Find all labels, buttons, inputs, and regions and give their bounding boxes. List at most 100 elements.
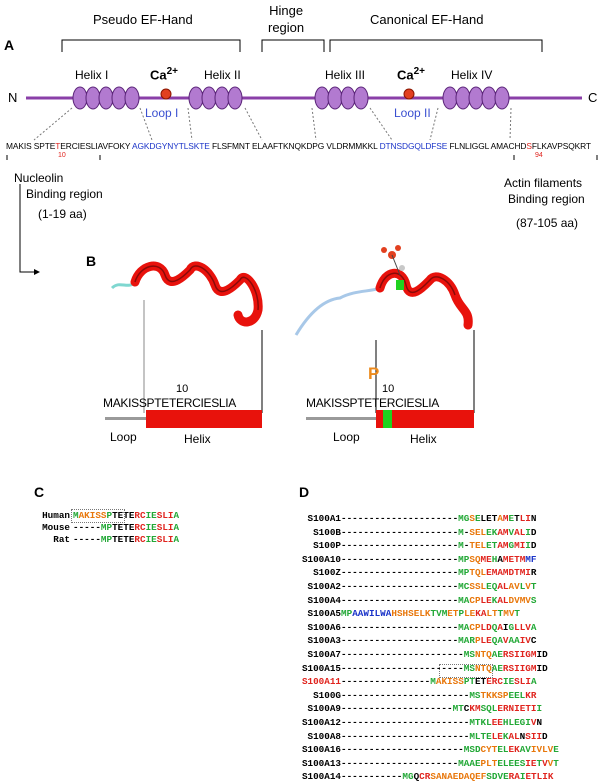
phospho-threonine: T [55,141,61,151]
loop-ii-label: Loop II [394,106,431,120]
panel-d-row: S100A10---------------------MPSQMEHAMETM… [283,553,537,565]
helix-iv-label: Helix IV [451,68,493,82]
helix-iv-coil [442,86,510,110]
unphosphorylated-helix-ribbon [110,261,263,327]
protein-name: S100Z [313,567,341,579]
protein-name: S100A7 [307,649,341,660]
canonical-bracket [329,39,543,52]
panel-d-row: S100A14-----------MGQCRSANAEDAQEFSDVERAI… [283,771,553,782]
protein-name: S100A1 [307,513,341,524]
species-name: Rat [53,534,70,545]
panel-c-row: Rat-----MPTETERCIESLIA [28,534,179,545]
right-seq-b: MAKISSPTETERCIESLIA [306,396,440,410]
protein-name: S100A4 [307,594,341,606]
region-brackets [6,155,598,160]
nucleolin-arrow [19,184,40,275]
helix-iii-coil [314,86,369,110]
panel-d-row: S100A15----------------------MSNTQAERSII… [283,663,548,674]
hinge-bracket [261,39,325,52]
protein-name: S100A5 [307,608,341,620]
panel-d-row: S100A9--------------------MTCKMSQLERNIET… [283,703,543,715]
panel-b-structures [105,245,475,420]
calcium-label-2: Ca2+ [397,66,426,83]
calcium-label-1: Ca2+ [150,66,179,83]
left-seq-b: MAKISSPTETERCIESLIA [103,396,237,410]
left-pos-10: 10 [176,383,189,395]
right-helix-bar [376,410,474,428]
panel-d-row: S100A16----------------------MSDCYTELEKA… [283,744,559,755]
panel-d-row: S100A12-----------------------MTKLEEHLEG… [283,717,542,728]
species-name: Mouse [42,522,70,533]
protein-name: S100A8 [307,730,341,742]
panel-d-row: S100A2---------------------MCSSLEQALAVLV… [283,581,537,592]
left-loop-bar-el [106,417,146,420]
c-terminus-label: C [588,90,598,105]
helix-ii-coil [188,86,243,110]
phospho-serine: S [526,141,532,151]
protein-name: S100A9 [307,703,341,715]
panel-d-row: S100A1---------------------MGSELETAMETLI… [283,513,537,524]
panel-d-row: S100A11----------------MAKISSPTETERCIESL… [283,676,537,687]
protein-name: S100B [313,526,341,538]
species-name: Human [42,510,70,521]
helix-i-coil [72,86,140,110]
panel-c-row: Mouse-----MPTETERCIESLIA [28,522,179,533]
panel-d-row: S100A13---------------------MAAEPLTELEES… [283,758,559,769]
phospho-t-residue: T [371,396,380,410]
panel-c-letter: C [34,484,45,500]
panel-d-row: S100A4---------------------MACPLEKALDVMV… [283,594,537,606]
protein-name: S100A12 [301,717,341,728]
protein-name: S100A11 [301,676,341,688]
n-terminus-label: N [8,90,18,105]
pseudo-ef-hand-title: Pseudo EF-Hand [93,12,193,27]
panel-d-letter: D [299,484,310,500]
phospho-p-label: P [368,364,380,383]
position-10-marker: 10 [58,152,66,159]
position-94-marker: 94 [535,152,543,159]
domain-brackets [61,39,543,52]
panel-d-row: S100G-----------------------MSTKKSPEELKR [283,690,536,701]
panel-a-diagram [6,39,598,160]
panel-d-row: S100A8-----------------------MLTELEKALNS… [283,731,548,742]
helix-i-label: Helix I [75,68,109,82]
human-highlight-box [71,509,125,523]
left-helix-bar [146,410,262,428]
right-pos-10: 10 [382,383,395,395]
protein-name: S100A3 [307,635,341,647]
protein-name: S100A16 [301,744,341,756]
panel-d-row: S100A3---------------------MARPLEQAVAAIV… [283,635,537,647]
phosphorylated-helix-ribbon [294,245,473,336]
panel-d-row: S100A6---------------------MACPLDQAIGLLV… [283,622,537,633]
helix-iii-label: Helix III [325,68,366,82]
protein-name: S100A14 [301,771,341,782]
panel-d-row: S100A5MPAAWILWAHSHSELKTVMETPLEKALTTMVT [283,608,520,619]
protein-name: S100A13 [301,757,341,769]
calcium-ion-1 [160,88,172,100]
actin-region-label: Actin filaments Binding region (87-105 a… [504,176,585,230]
panel-d-row: S100B---------------------M-SELEKAMVALID [283,527,536,538]
left-loop-label: Loop [110,430,137,444]
pseudo-bracket [61,39,241,52]
protein-name: S100G [313,689,341,701]
sequence-connectors [33,107,512,141]
canonical-ef-hand-title: Canonical EF-Hand [370,12,484,27]
right-phospho-bar [383,410,392,428]
loop-ii-sequence: DTNSDGQLDFSE [379,141,448,151]
nucleolin-bracket [6,155,101,160]
s100a11-highlight-box [439,664,493,678]
loop-i-sequence: AGKDGYNYTLSKTE [132,141,210,151]
protein-name: S100A10 [301,553,341,565]
panel-d-row: S100P---------------------M-TELETAMGMIID [283,540,536,551]
right-loop-bar [306,417,376,420]
hinge-title: Hinge region [268,3,305,35]
right-helix-label: Helix [410,432,437,446]
protein-name: S100P [313,540,341,552]
panel-d-row: S100Z---------------------MPTQLEMAMDTMIR [283,567,536,578]
nucleolin-region-label: Nucleolin Binding region (1-19 aa) [14,171,103,221]
full-sequence: MAKIS SPTETERCIESLIAVFOKY AGKDGYNYTLSKTE… [6,141,591,151]
helix-coils [72,86,510,110]
protein-name: S100A2 [307,581,341,592]
panel-a-letter: A [4,37,15,53]
calcium-ion-2 [403,88,415,100]
